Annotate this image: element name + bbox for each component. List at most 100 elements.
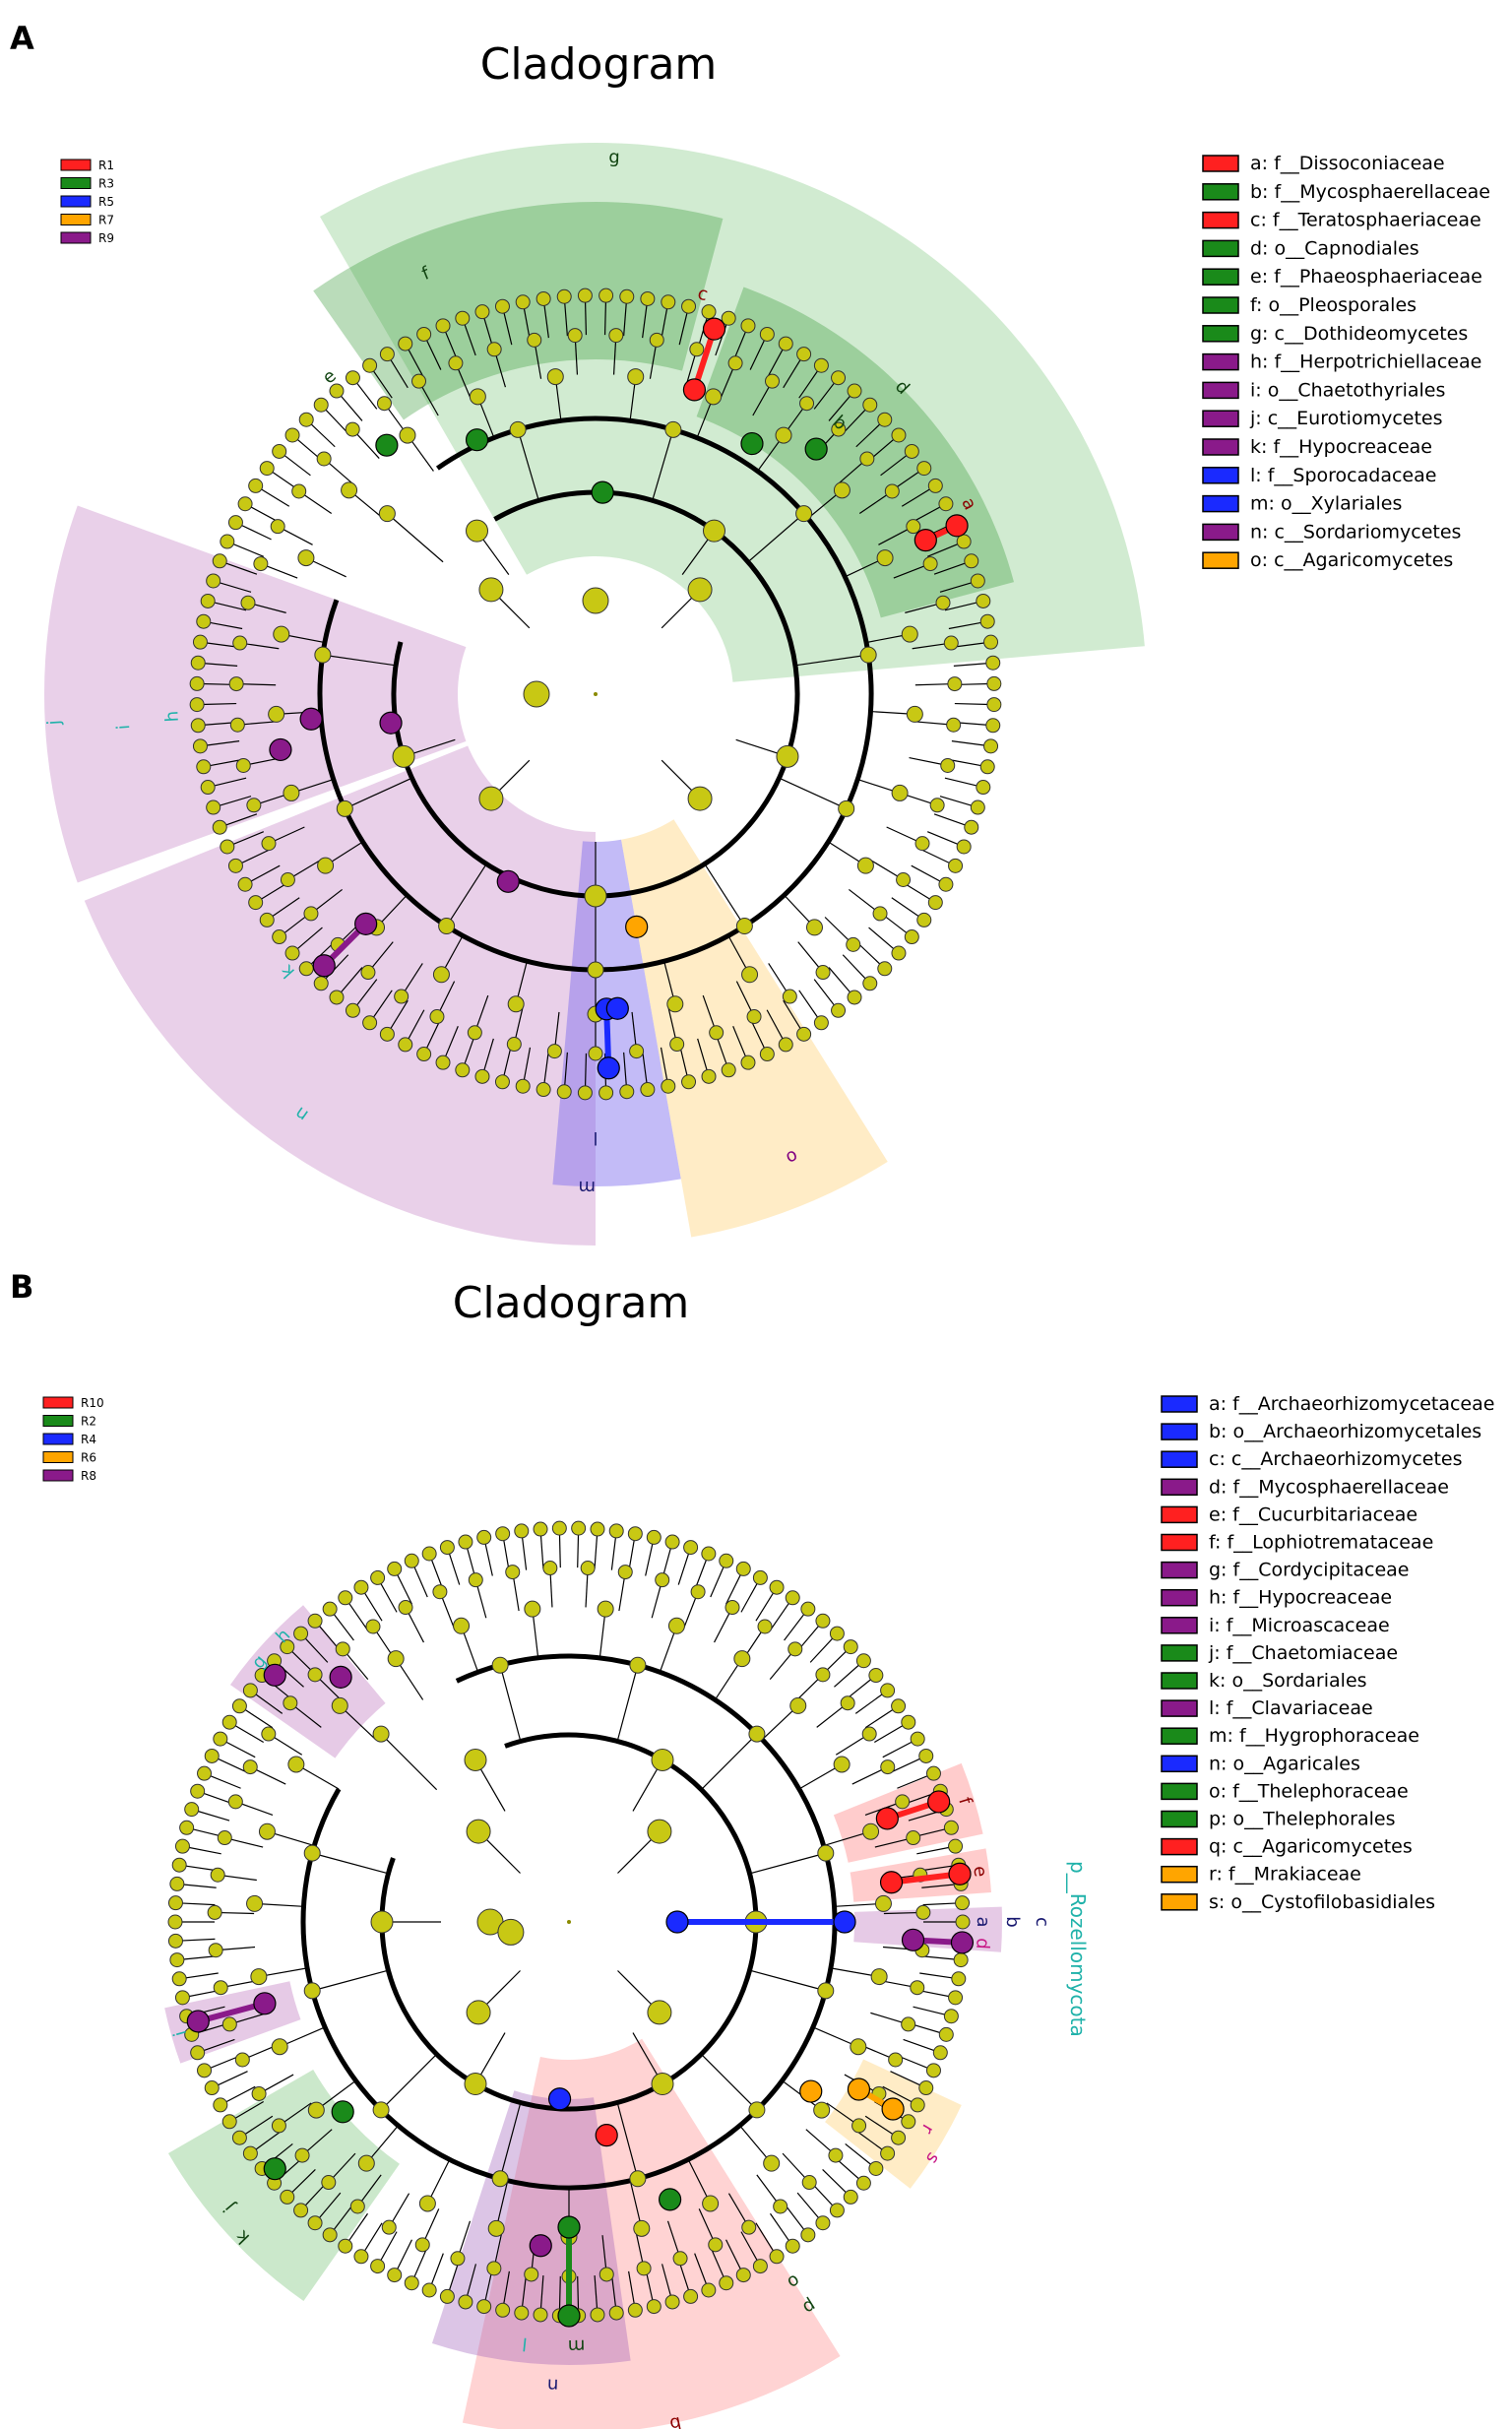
taxon-label: f: f__Lophiotremataceae: [1209, 1532, 1433, 1554]
taxon-swatch: [1202, 523, 1239, 542]
leaf-node: [970, 799, 985, 815]
leaf-node: [370, 2259, 386, 2274]
biomarker-node: [529, 2234, 552, 2258]
leaf-node: [800, 2227, 816, 2243]
tree-node: [733, 1650, 751, 1668]
tree-node: [874, 1894, 892, 1912]
tree-node: [828, 2147, 844, 2163]
tree-node: [213, 1980, 228, 1996]
leaf-node: [435, 318, 451, 334]
tree-node: [429, 1009, 445, 1025]
taxon-label: b: f__Mycosphaerellaceae: [1250, 181, 1490, 203]
clade-sector: [43, 505, 467, 883]
biomarker-node: [557, 2304, 581, 2328]
leaf-node: [362, 357, 378, 373]
tree-node: [291, 483, 307, 499]
tree-node: [763, 2154, 781, 2172]
leaf-node: [948, 1838, 964, 1854]
tree-node: [349, 2199, 365, 2214]
leaf-node: [174, 1990, 190, 2006]
leaf-node: [495, 1526, 511, 1542]
taxon-swatch: [1202, 155, 1239, 172]
tree-node: [708, 2237, 724, 2253]
tree-node: [876, 549, 894, 567]
tree-node: [833, 1756, 850, 1773]
biomarker-node: [682, 378, 707, 402]
tree-node: [651, 1748, 674, 1771]
tree-node: [840, 1695, 855, 1711]
clade-label: i: [170, 2028, 192, 2039]
leaf-node: [398, 336, 413, 352]
leaf-node: [515, 294, 531, 310]
leaf-node: [927, 895, 943, 911]
leaf-node: [259, 912, 275, 927]
tree-node: [901, 2016, 916, 2032]
leaf-node: [404, 1553, 419, 1568]
leaf-node: [955, 1914, 971, 1930]
leaf-node: [167, 1895, 183, 1911]
tree-node: [914, 836, 930, 852]
biomarker-node: [591, 480, 614, 504]
biomarker-node: [557, 2215, 581, 2239]
leaf-node: [778, 336, 793, 352]
clade-label: a: [973, 1916, 993, 1927]
panel-b-title: Cladogram: [453, 1278, 690, 1328]
group-swatch: [60, 231, 92, 244]
taxon-label: o: c__Agaricomycetes: [1250, 549, 1453, 571]
taxon-swatch: [1161, 1810, 1198, 1828]
taxon-swatch: [1161, 1395, 1198, 1413]
leaf-node: [891, 945, 907, 961]
leaf-node: [983, 634, 999, 650]
leaf-node: [719, 1553, 734, 1568]
taxon-label: e: f__Cucurbitariaceae: [1209, 1503, 1418, 1525]
taxon-swatch: [1202, 352, 1239, 371]
tree-node: [689, 342, 705, 357]
tree-node: [651, 2073, 674, 2096]
leaf-node: [439, 1540, 455, 1556]
clade-label: l: [521, 2333, 528, 2353]
tree-node: [207, 1904, 222, 1920]
leaf-node: [398, 1037, 413, 1053]
leaf-node: [938, 2026, 954, 2042]
tree-node: [251, 2085, 267, 2101]
clade-label: b: [1002, 1916, 1023, 1927]
taxon-label: g: c__Dothideomycetes: [1250, 323, 1468, 345]
biomarker-node: [375, 433, 399, 457]
taxon-swatch: [1202, 183, 1239, 201]
clade-label: n: [547, 2375, 559, 2396]
tree-node: [468, 1572, 483, 1588]
leaf-node: [796, 1026, 812, 1042]
leaf-node: [213, 2097, 228, 2113]
tree-node: [782, 989, 797, 1004]
leaf-node: [855, 2175, 871, 2191]
leaf-node: [681, 298, 697, 314]
tree-node: [240, 595, 256, 610]
tree-node: [546, 1044, 562, 1059]
taxon-label: s: o__Cystofilobasidiales: [1209, 1891, 1435, 1913]
leaf-node: [976, 780, 991, 796]
branch: [700, 1733, 758, 1791]
biomarker-node: [847, 2077, 871, 2101]
taxon-label: j: f__Chaetomiaceae: [1208, 1642, 1398, 1664]
tree-node: [817, 1982, 835, 2000]
clade-label: d: [972, 1938, 993, 1950]
leaf-node: [280, 2189, 295, 2205]
leaf-node: [948, 858, 964, 873]
tree-node: [690, 1584, 706, 1600]
leaf-node: [951, 1971, 967, 1987]
leaf-node: [533, 1521, 548, 1537]
leaf-node: [298, 961, 314, 977]
taxon-label: l: f__Sporocadaceae: [1250, 465, 1436, 486]
leaf-node: [227, 515, 243, 531]
tree-node: [741, 2219, 757, 2235]
leaf-node: [197, 2063, 213, 2078]
leaf-node: [196, 759, 212, 775]
leaf-node: [880, 2145, 896, 2161]
group-label: R8: [81, 1469, 96, 1483]
tree-node: [935, 595, 951, 610]
tree-node: [588, 1046, 603, 1061]
